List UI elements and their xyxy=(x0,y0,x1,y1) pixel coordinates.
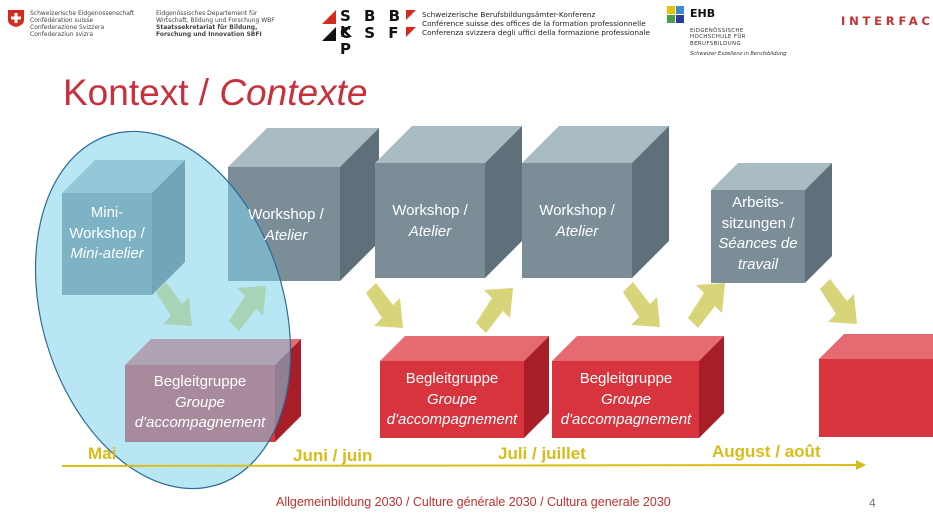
arrow-down-right-3 xyxy=(623,282,660,327)
arbeitssitzungen-box xyxy=(711,163,832,283)
ehb-tagline: Schweizer Exzellenz in Berufsbildung xyxy=(690,51,787,57)
begleitgruppe-1-label: Begleitgruppe Groupe d'accompagnement xyxy=(134,373,266,431)
arrow-down-right-2 xyxy=(366,283,403,328)
sbbk-triangle-icon xyxy=(406,27,416,37)
sbbk-logo: S B B K C S F P xyxy=(322,8,418,57)
ehb-title: EHB xyxy=(690,7,716,20)
page-title: Kontext / Contexte xyxy=(63,72,368,113)
sbbk-description: Schweizerische Berufsbildungsämter-Konfe… xyxy=(422,10,650,37)
arbeitssitzungen-label: Arbeits- sitzungen / Séances de travail xyxy=(718,194,798,273)
sbbk-triangle-icon xyxy=(322,10,336,24)
timeline-arrow xyxy=(61,460,866,470)
arrow-up-right-3 xyxy=(688,283,725,328)
workshop-box-2 xyxy=(375,126,522,278)
arrow-down-right-4 xyxy=(820,279,857,324)
month-juni: Juni / juin xyxy=(293,446,373,465)
highlight-ellipse xyxy=(34,130,292,490)
interface-logo: INTERFACE xyxy=(841,14,933,28)
begleitgruppe-3-label: Begleitgruppe Groupe d'accompagnement xyxy=(560,370,692,428)
mini-workshop-label: Mini- Workshop / Mini-atelier xyxy=(69,204,145,262)
begleitgruppe-box-2 xyxy=(380,336,549,438)
begleitgruppe-box-3 xyxy=(552,336,724,438)
month-juli: Juli / juillet xyxy=(498,444,586,463)
month-mai: Mai xyxy=(88,444,117,463)
month-august: August / août xyxy=(712,442,821,461)
swiss-flag-icon xyxy=(8,10,24,27)
begleitgruppe-box-4 xyxy=(819,334,933,437)
sbbk-triangle-icon xyxy=(322,27,336,41)
workshop-2-label: Workshop / Atelier xyxy=(392,202,468,240)
footer-text: Allgemeinbildung 2030 / Culture générale… xyxy=(276,495,671,509)
workshop-1-label: Workshop / Atelier xyxy=(248,206,324,244)
workshop-box-3 xyxy=(522,126,669,278)
ehb-logo-icon xyxy=(667,6,684,23)
arrow-up-right-2 xyxy=(476,288,513,333)
page-number: 4 xyxy=(869,496,876,510)
workshop-3-label: Workshop / Atelier xyxy=(539,202,615,240)
sbbk-triangle-icon xyxy=(406,10,416,20)
begleitgruppe-2-label: Begleitgruppe Groupe d'accompagnement xyxy=(386,370,518,428)
